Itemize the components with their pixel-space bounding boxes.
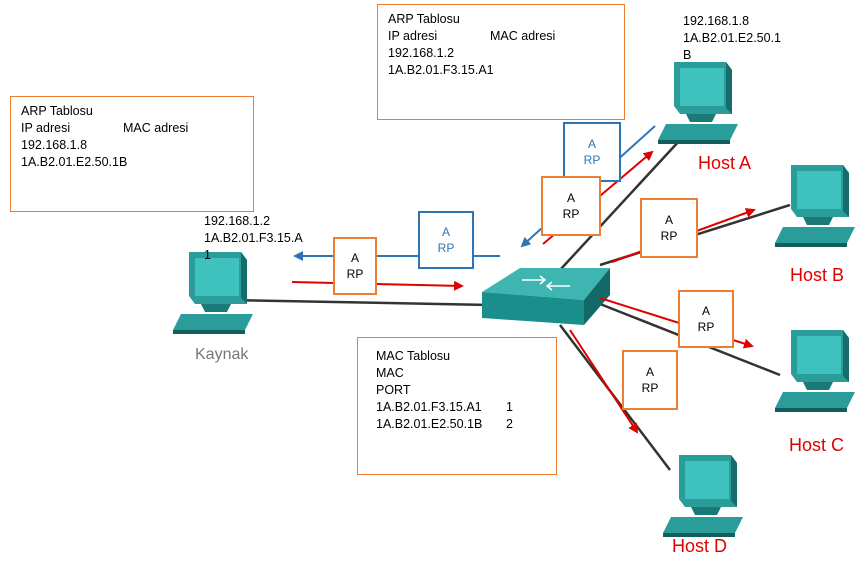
pc-host-a-icon bbox=[658, 62, 738, 144]
host-b-label: Host B bbox=[790, 265, 845, 285]
arp-table-host-a: ARP Tablosu IP adresi MAC adresi 192.168.… bbox=[377, 4, 625, 120]
arp-col-mac: MAC adresi bbox=[490, 29, 556, 43]
arp-table-title: ARP Tablosu bbox=[388, 12, 460, 26]
arrow-switch-to-host-d bbox=[569, 329, 639, 434]
arp-col-ip: IP adresi bbox=[388, 29, 438, 43]
arp-col-ip: IP adresi bbox=[21, 121, 71, 135]
arp-entry-mac: 1A.B2.01.F3.15.A1 bbox=[388, 63, 494, 77]
arp-table-title: ARP Tablosu bbox=[21, 104, 93, 118]
source-name-label: Kaynak bbox=[195, 346, 249, 363]
mac-table-title: MAC Tablosu bbox=[376, 349, 451, 363]
mac-table-col-port: PORT bbox=[376, 383, 411, 397]
host-c-label: Host C bbox=[789, 435, 845, 455]
arrow-source-to-switch bbox=[291, 280, 464, 291]
arp-entry-ip: 192.168.1.2 bbox=[388, 46, 455, 60]
arp-entry-ip: 192.168.1.8 bbox=[21, 138, 88, 152]
host-a-label: Host A bbox=[698, 153, 752, 173]
arp-table-source: ARP Tablosu IP adresi MAC adresi 192.168.… bbox=[10, 96, 254, 212]
arp-entry-mac: 1A.B2.01.E2.50.1B bbox=[21, 155, 128, 169]
cable-host-a bbox=[559, 139, 681, 271]
arp-col-mac: MAC adresi bbox=[123, 121, 189, 135]
pc-host-c-icon bbox=[775, 330, 855, 412]
host-d-label: Host D bbox=[672, 536, 728, 556]
cable-source bbox=[229, 298, 491, 307]
switch-icon bbox=[482, 268, 610, 325]
pc-source-icon bbox=[173, 252, 253, 334]
host-a-address-label: 192.168.1.8 1A.B2.01.E2.50.1 B bbox=[683, 14, 781, 62]
pc-host-d-icon bbox=[663, 455, 743, 537]
mac-table-col-mac: MAC bbox=[376, 366, 404, 380]
source-address-label: 192.168.1.2 1A.B2.01.F3.15.A 1 bbox=[204, 214, 303, 262]
